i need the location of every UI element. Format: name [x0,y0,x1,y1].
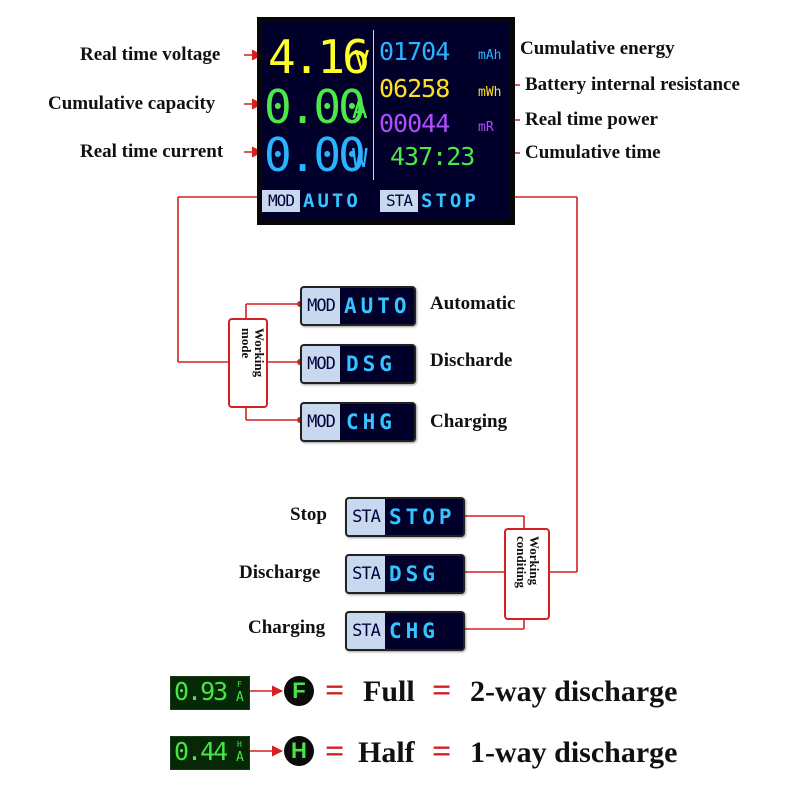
state-desc-discharge: Discharge [239,562,321,583]
working-mode-box: Working mode [228,318,268,408]
energy-unit: mAh [478,48,502,63]
label-cumulative-capacity: Cumulative capacity [48,93,216,114]
working-condition-box: Working conditing [504,528,550,620]
full-reading-value: 0.93 [174,677,228,706]
main-lcd-screen: 4.16 V 0.00 A 0.00 W 01704 mAh 06258 mWh… [257,17,515,225]
state-chip-stop: STA STOP [345,497,465,537]
full-reading-unit: A [236,690,244,705]
resistance-value: 06258 [379,74,450,103]
label-real-time-current: Real time current [80,141,224,162]
mode-status-bar: MOD AUTO [262,190,380,212]
state-desc-charging: Charging [248,617,326,638]
working-mode-label: Working mode [239,328,267,378]
label-cumulative-energy: Cumulative energy [520,38,675,59]
label-battery-internal-resistance: Battery internal resistance [525,74,740,95]
state-chip-value: DSG [389,562,439,586]
mode-desc-discharde: Discharde [430,350,513,371]
state-chip-chg: STA CHG [345,611,465,651]
resistance-unit: mWh [478,85,502,100]
label-real-time-power: Real time power [525,109,658,130]
current-value: 0.00 [264,80,366,134]
mode-chip-value: CHG [346,410,396,434]
lcd-divider [373,30,374,180]
current-unit: A [352,95,368,125]
state-tag: STA [380,190,418,212]
state-chip-dsg: STA DSG [345,554,465,594]
half-reading-value: 0.44 [174,737,228,766]
state-desc-stop: Stop [290,504,327,525]
half-badge-icon: H [284,736,314,766]
mode-chip-chg: MOD CHG [300,402,416,442]
full-reading-mark: F [237,680,242,689]
power-unit: W [352,144,368,174]
energy-value: 01704 [379,37,450,66]
state-chip-value: CHG [389,619,439,643]
state-chip-tag: STA [347,556,385,592]
mode-desc-automatic: Automatic [430,293,516,314]
state-value: STOP [418,190,510,212]
half-reading-mark: H [237,740,242,749]
power-value: 0.00 [264,128,366,182]
full-equals-1: = [325,672,345,709]
mode-chip-tag: MOD [302,404,340,440]
full-equals-2: = [432,672,452,709]
power-r-unit: mR [478,120,494,135]
half-reading-display: 0.44 H A [170,736,250,770]
full-text: Full [363,675,415,708]
power-r-value: 00044 [379,109,450,138]
mode-value: AUTO [300,190,380,212]
voltage-unit: V [354,46,370,76]
half-reading-unit: A [236,750,244,765]
half-text: Half [358,736,415,769]
full-badge-icon: F [284,676,314,706]
working-condition-label: Working conditing [514,536,542,589]
half-equals-1: = [325,733,345,770]
label-cumulative-time: Cumulative time [525,142,661,163]
lcd-panel: 4.16 V 0.00 A 0.00 W 01704 mAh 06258 mWh… [262,22,510,220]
mode-chip-value: AUTO [344,294,411,318]
state-status-bar: STA STOP [380,190,510,212]
state-chip-tag: STA [347,499,385,535]
mode-tag: MOD [262,190,300,212]
mode-chip-value: DSG [346,352,396,376]
mode-chip-tag: MOD [302,346,340,382]
full-description: 2-way discharge [470,675,678,708]
mode-chip-tag: MOD [302,288,340,324]
label-real-time-voltage: Real time voltage [80,44,221,65]
time-value: 437:23 [390,142,475,171]
mode-desc-charging: Charging [430,411,508,432]
voltage-value: 4.16 [268,30,370,84]
half-description: 1-way discharge [470,736,678,769]
mode-chip-dsg: MOD DSG [300,344,416,384]
half-equals-2: = [432,733,452,770]
state-chip-value: STOP [389,505,456,529]
full-reading-display: 0.93 F A [170,676,250,710]
mode-chip-auto: MOD AUTO [300,286,416,326]
state-chip-tag: STA [347,613,385,649]
